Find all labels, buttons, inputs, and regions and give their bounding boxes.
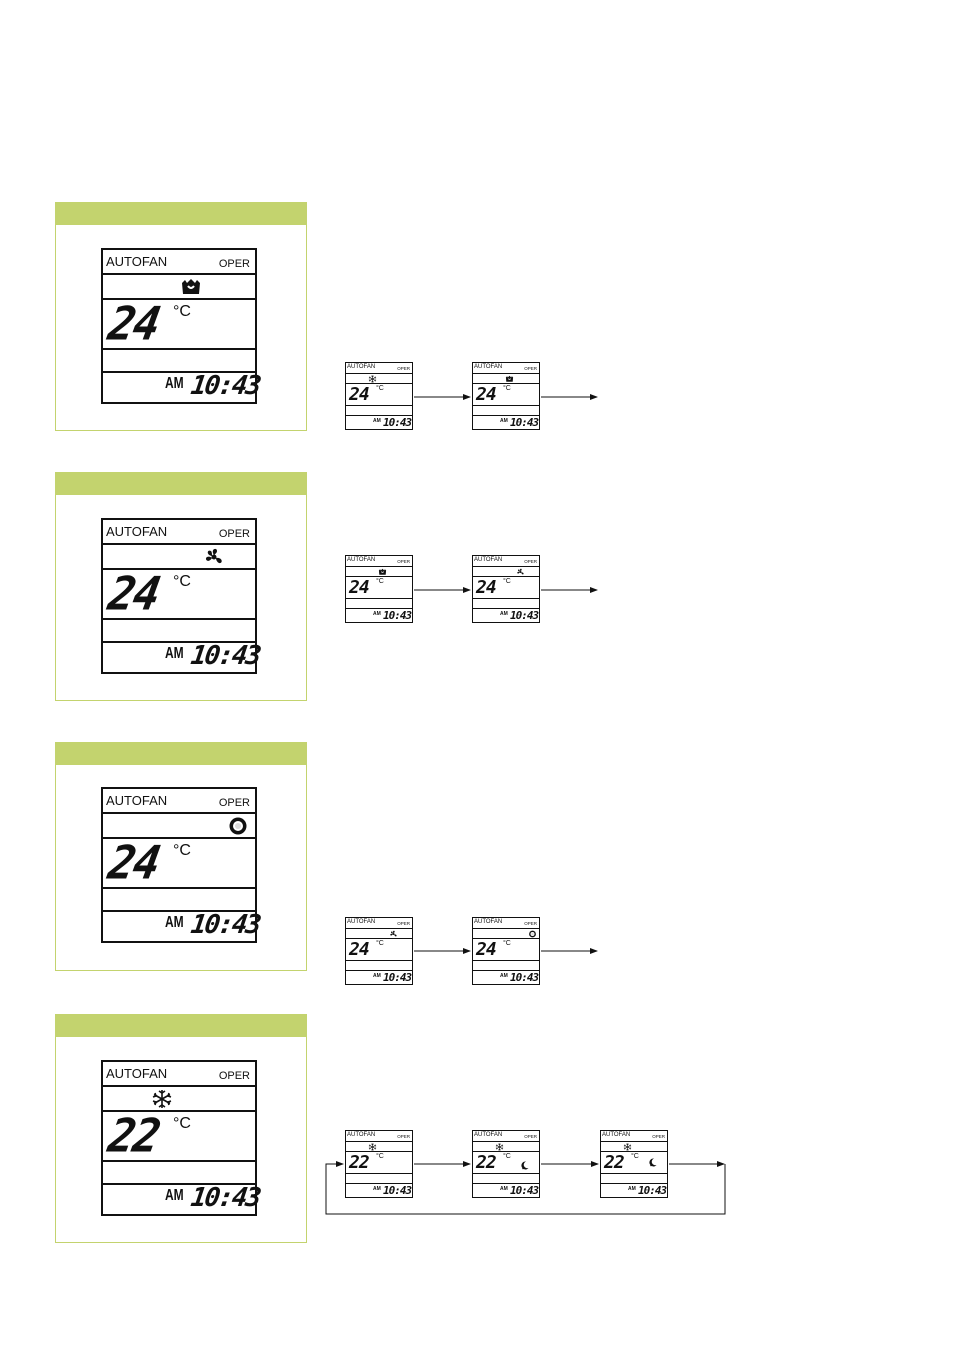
unit-label: °C — [503, 385, 511, 392]
temperature-readout: 22 — [476, 1152, 497, 1173]
temperature-readout: 24 — [476, 577, 497, 598]
unit-label: °C — [376, 940, 384, 947]
clock-readout: 10:43 — [383, 1184, 412, 1197]
oper-label: OPER — [524, 559, 537, 564]
am-label: AM — [165, 912, 184, 932]
clock-readout: 10:43 — [383, 416, 412, 429]
oper-label: OPER — [652, 1134, 665, 1139]
panel-header-bar — [56, 203, 306, 225]
brand-label: AUTOFAN — [106, 524, 168, 539]
temperature-readout: 24 — [349, 939, 370, 960]
am-label: AM — [500, 611, 508, 617]
oper-label: OPER — [397, 921, 410, 926]
panel-header-bar — [56, 743, 306, 765]
oper-label: OPER — [218, 797, 250, 809]
brand-label: AUTOFAN — [347, 557, 376, 563]
unit-label: °C — [173, 303, 191, 320]
panel-header-bar — [56, 473, 306, 495]
oper-label: OPER — [524, 366, 537, 371]
brand-label: AUTOFAN — [347, 919, 376, 925]
clock-readout: 10:43 — [510, 971, 539, 984]
loop-arrow — [325, 1161, 726, 1215]
oper-label: OPER — [524, 921, 537, 926]
oper-label: OPER — [397, 366, 410, 371]
temperature-readout: 24 — [476, 384, 497, 405]
temperature-readout: 24 — [349, 384, 370, 405]
brand-label: AUTOFAN — [602, 1132, 631, 1138]
brand-label: AUTOFAN — [474, 919, 503, 925]
oper-label: OPER — [218, 258, 250, 270]
unit-label: °C — [173, 573, 191, 590]
am-label: AM — [165, 643, 184, 663]
clock-readout: 10:43 — [383, 609, 412, 622]
unit-label: °C — [503, 1153, 511, 1160]
oper-label: OPER — [218, 528, 250, 540]
brand-label: AUTOFAN — [474, 557, 503, 563]
temperature-readout: 24 — [349, 577, 370, 598]
panel-header-bar — [56, 1015, 306, 1037]
brand-label: AUTOFAN — [106, 254, 168, 269]
temperature-readout: 22 — [349, 1152, 370, 1173]
am-label: AM — [373, 1186, 381, 1192]
clock-readout: 10:43 — [510, 1184, 539, 1197]
brand-label: AUTOFAN — [106, 793, 168, 808]
brand-label: AUTOFAN — [347, 364, 376, 370]
am-label: AM — [373, 973, 381, 979]
unit-label: °C — [173, 1115, 191, 1132]
unit-label: °C — [503, 940, 511, 947]
temperature-readout: 24 — [476, 939, 497, 960]
brand-label: AUTOFAN — [474, 364, 503, 370]
unit-label: °C — [376, 578, 384, 585]
am-label: AM — [165, 373, 184, 393]
unit-label: °C — [631, 1153, 639, 1160]
oper-label: OPER — [218, 1070, 250, 1082]
am-label: AM — [500, 418, 508, 424]
oper-label: OPER — [524, 1134, 537, 1139]
am-label: AM — [500, 973, 508, 979]
brand-label: AUTOFAN — [474, 1132, 503, 1138]
clock-readout: 10:43 — [383, 971, 412, 984]
unit-label: °C — [376, 1153, 384, 1160]
brand-label: AUTOFAN — [106, 1066, 168, 1081]
am-label: AM — [500, 1186, 508, 1192]
clock-readout: 10:43 — [510, 609, 539, 622]
unit-label: °C — [503, 578, 511, 585]
clock-readout: 10:43 — [638, 1184, 667, 1197]
am-label: AM — [628, 1186, 636, 1192]
am-label: AM — [165, 1185, 184, 1205]
clock-readout: 10:43 — [510, 416, 539, 429]
brand-label: AUTOFAN — [347, 1132, 376, 1138]
oper-label: OPER — [397, 1134, 410, 1139]
unit-label: °C — [173, 842, 191, 859]
unit-label: °C — [376, 385, 384, 392]
am-label: AM — [373, 611, 381, 617]
temperature-readout: 22 — [604, 1152, 625, 1173]
oper-label: OPER — [397, 559, 410, 564]
am-label: AM — [373, 418, 381, 424]
